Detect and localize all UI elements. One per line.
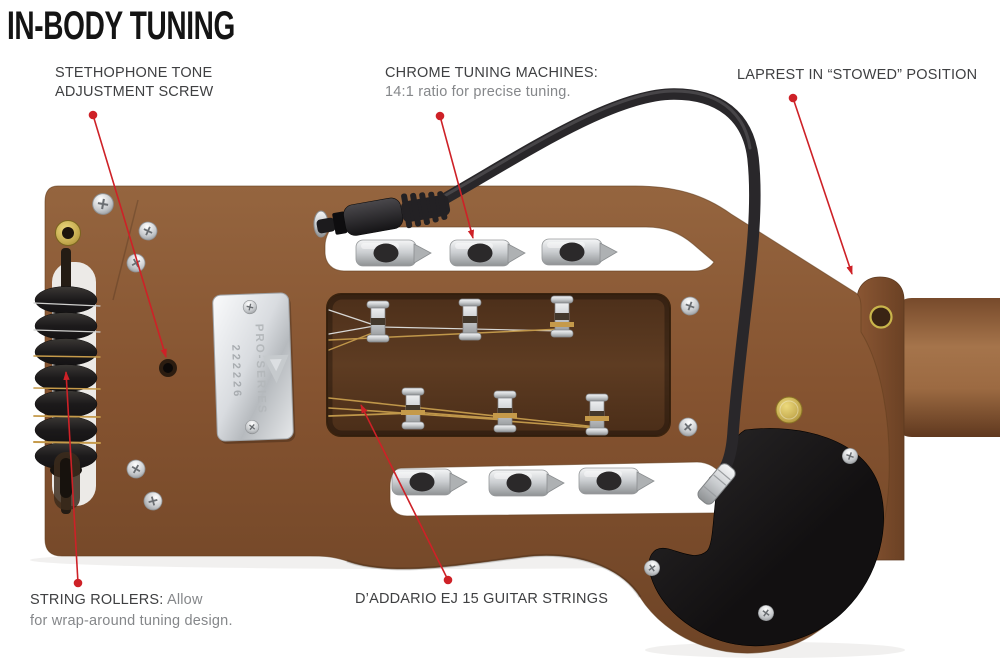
wing-shading: [346, 554, 642, 598]
leader-dot: [88, 110, 98, 120]
guitar-neck: [894, 298, 1000, 437]
brass-button: [775, 396, 803, 424]
leader-dot: [443, 575, 453, 585]
stethophone-line1: STETHOPHONE TONE: [55, 65, 213, 81]
strings-text: D’ADDARIO EJ 15 GUITAR STRINGS: [355, 591, 609, 607]
tuning-machine-knob: [541, 238, 618, 266]
label-tuning-machines: CHROME TUNING MACHINES: 14:1 ratio for p…: [385, 64, 598, 102]
leader-dot: [435, 111, 445, 121]
instrument-cable: [440, 88, 761, 487]
leader-line-stethophone: [92, 114, 167, 358]
leader-line-strings: [360, 404, 449, 581]
leader-lines: [63, 97, 853, 584]
string-rollers-detail-inline: Allow: [163, 592, 203, 608]
roller-strings: [33, 302, 101, 444]
tuning-cavity: [326, 293, 671, 437]
string-roller-stack: [33, 248, 101, 514]
plate-series-text: PRO-SERIES: [252, 324, 267, 415]
laprest-eyelet: [869, 305, 893, 329]
page-title: IN-BODY TUNING: [7, 4, 235, 48]
label-laprest: LAPREST IN “STOWED” POSITION: [737, 66, 977, 85]
string-rollers-heading: STRING ROLLERS:: [30, 592, 164, 608]
leader-line-string-rollers: [63, 371, 79, 584]
traveler-logo-notch: [269, 358, 282, 372]
body-seam: [112, 199, 139, 301]
string-wrap: [550, 322, 574, 327]
brass-eyelet: [55, 220, 81, 246]
label-strings: D’ADDARIO EJ 15 GUITAR STRINGS: [355, 590, 608, 609]
stethophone-line2: ADJUSTMENT SCREW: [55, 84, 214, 100]
leader-dot: [788, 93, 798, 103]
tuning-machine-knob: [355, 239, 432, 267]
tuning-machines-detail: 14:1 ratio for precise tuning.: [385, 84, 571, 100]
output-jack: [697, 463, 736, 505]
label-stethophone: STETHOPHONE TONE ADJUSTMENT SCREW: [55, 64, 213, 102]
leader-line-tuning-machines: [439, 115, 475, 239]
tuning-machine-knob: [488, 469, 565, 497]
serial-number-text: 222226: [229, 344, 243, 399]
leader-dot: [73, 578, 83, 588]
label-string-rollers: STRING ROLLERS: Allow for wrap-around tu…: [30, 590, 233, 632]
laprest-text: LAPREST IN “STOWED” POSITION: [737, 67, 978, 83]
tuning-machine-knob: [449, 239, 526, 267]
leader-dots: [73, 93, 798, 588]
cable-plug: [316, 191, 451, 236]
tuning-machine-knob: [578, 467, 655, 495]
leader-line-laprest: [792, 97, 853, 275]
pro-series-plate: 222226 PRO-SERIES: [212, 292, 296, 444]
string-wrap: [493, 413, 517, 418]
string-rollers-detail-line2: for wrap-around tuning design.: [30, 613, 233, 629]
tone-adjustment-screw: [159, 359, 177, 377]
string-wrap: [585, 416, 609, 421]
tuning-machines-heading: CHROME TUNING MACHINES:: [385, 65, 598, 81]
laprest-plate: [640, 428, 884, 647]
string-wrap: [401, 410, 425, 415]
